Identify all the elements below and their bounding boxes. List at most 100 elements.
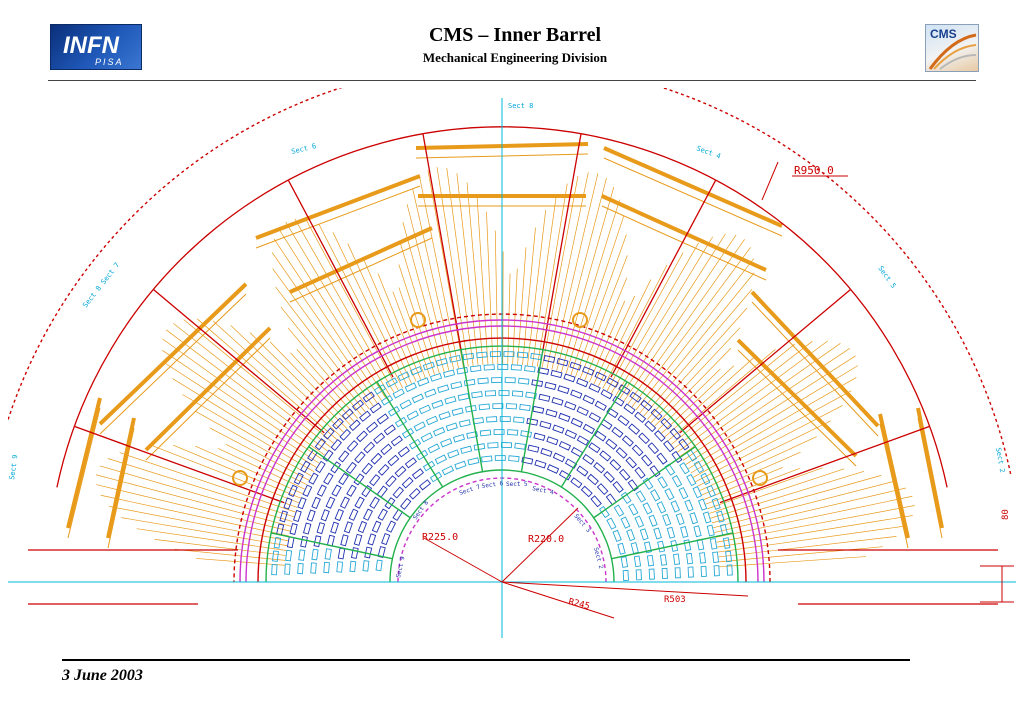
detector-module	[300, 535, 308, 548]
footer-divider	[62, 659, 910, 661]
detector-module	[524, 365, 536, 373]
cable-bundle-bar	[106, 417, 136, 539]
detector-module	[431, 399, 444, 409]
footer-date: 3 June 2003	[62, 667, 143, 684]
detector-module	[532, 405, 545, 414]
detector-module	[440, 438, 453, 448]
cable-bundle-edge	[99, 293, 247, 435]
detector-module	[380, 443, 393, 456]
detector-module	[325, 496, 336, 509]
detector-module	[340, 534, 349, 547]
module-sector-divider	[308, 446, 411, 519]
detector-module	[582, 453, 595, 465]
detector-module	[640, 399, 653, 412]
detector-module	[539, 420, 552, 430]
detector-module	[500, 442, 513, 449]
detector-module	[349, 560, 357, 573]
detector-module	[443, 369, 456, 378]
cable-strand	[536, 183, 568, 367]
cable-strand	[272, 268, 374, 407]
module-sector-divider	[376, 381, 444, 488]
detector-module	[357, 520, 368, 534]
cable-strand	[717, 515, 913, 548]
detector-module	[369, 402, 382, 414]
detector-module	[709, 537, 718, 550]
detector-module	[516, 351, 529, 359]
cable-strand	[271, 252, 378, 404]
outer-dashed-arc-line	[8, 88, 1012, 475]
module-sector-divider	[520, 349, 544, 472]
detector-module	[283, 497, 293, 510]
detector-module	[543, 355, 556, 363]
cable-strand	[522, 227, 536, 366]
detector-module	[712, 551, 720, 563]
cable-strand	[195, 445, 303, 494]
detector-module	[617, 542, 626, 555]
cable-strand	[287, 327, 362, 416]
detector-module	[558, 470, 572, 481]
detector-module	[467, 457, 480, 466]
detector-module	[540, 447, 553, 457]
cable-strand	[218, 448, 305, 490]
sector-label: Sect 8 Sect 7	[81, 261, 121, 309]
detector-module	[348, 419, 361, 432]
detector-module	[377, 463, 390, 476]
detector-module	[612, 529, 622, 543]
detector-module	[313, 535, 322, 548]
detector-module	[478, 403, 491, 411]
detector-module	[432, 426, 446, 437]
detector-module	[546, 464, 560, 474]
detector-module	[546, 436, 559, 446]
detector-module	[622, 569, 629, 582]
leader-r950	[761, 161, 779, 201]
cable-strand	[269, 341, 351, 426]
detector-module	[618, 468, 631, 481]
cable-strand	[688, 365, 859, 470]
detector-module	[586, 473, 599, 486]
detector-module	[484, 390, 497, 397]
detector-module	[638, 432, 650, 445]
detector-module	[664, 463, 676, 476]
detector-module	[463, 378, 476, 387]
detector-module	[353, 473, 365, 486]
detector-module	[659, 554, 668, 566]
cable-strand	[332, 232, 408, 386]
cable-bundle-bar	[289, 226, 433, 294]
detector-module	[653, 527, 662, 540]
cable-strand	[446, 168, 474, 366]
detector-module	[661, 567, 668, 580]
module-sector-divider	[560, 381, 628, 488]
sector-divider	[422, 133, 463, 354]
detector-module	[284, 563, 291, 575]
detector-module	[683, 539, 692, 552]
sector-divider	[610, 179, 717, 378]
detector-module	[361, 484, 373, 498]
cable-strand	[362, 257, 417, 382]
detector-module	[630, 542, 639, 555]
detector-module	[401, 427, 415, 439]
detector-module	[620, 556, 629, 568]
detector-module	[429, 372, 443, 382]
detector-module	[600, 389, 613, 400]
cable-strand	[121, 517, 288, 546]
detector-module	[466, 431, 479, 439]
cable-strand	[647, 307, 748, 420]
detector-module	[399, 399, 412, 410]
cable-strand	[377, 273, 422, 380]
detector-module	[674, 567, 681, 579]
cable-bundle-edge	[67, 407, 101, 539]
detector-module	[510, 364, 522, 371]
detector-module	[315, 460, 326, 474]
detector-module	[411, 468, 424, 480]
cable-strand	[597, 279, 652, 387]
cable-strand	[711, 475, 882, 524]
cable-bundle-edge	[107, 427, 135, 549]
detector-module	[689, 512, 699, 525]
detector-module	[303, 522, 312, 535]
cable-strand	[579, 255, 628, 379]
detector-module	[469, 365, 482, 373]
leader-r503	[501, 581, 749, 597]
detector-module	[504, 377, 516, 384]
cable-strand	[717, 525, 907, 553]
cable-strand	[674, 340, 813, 449]
